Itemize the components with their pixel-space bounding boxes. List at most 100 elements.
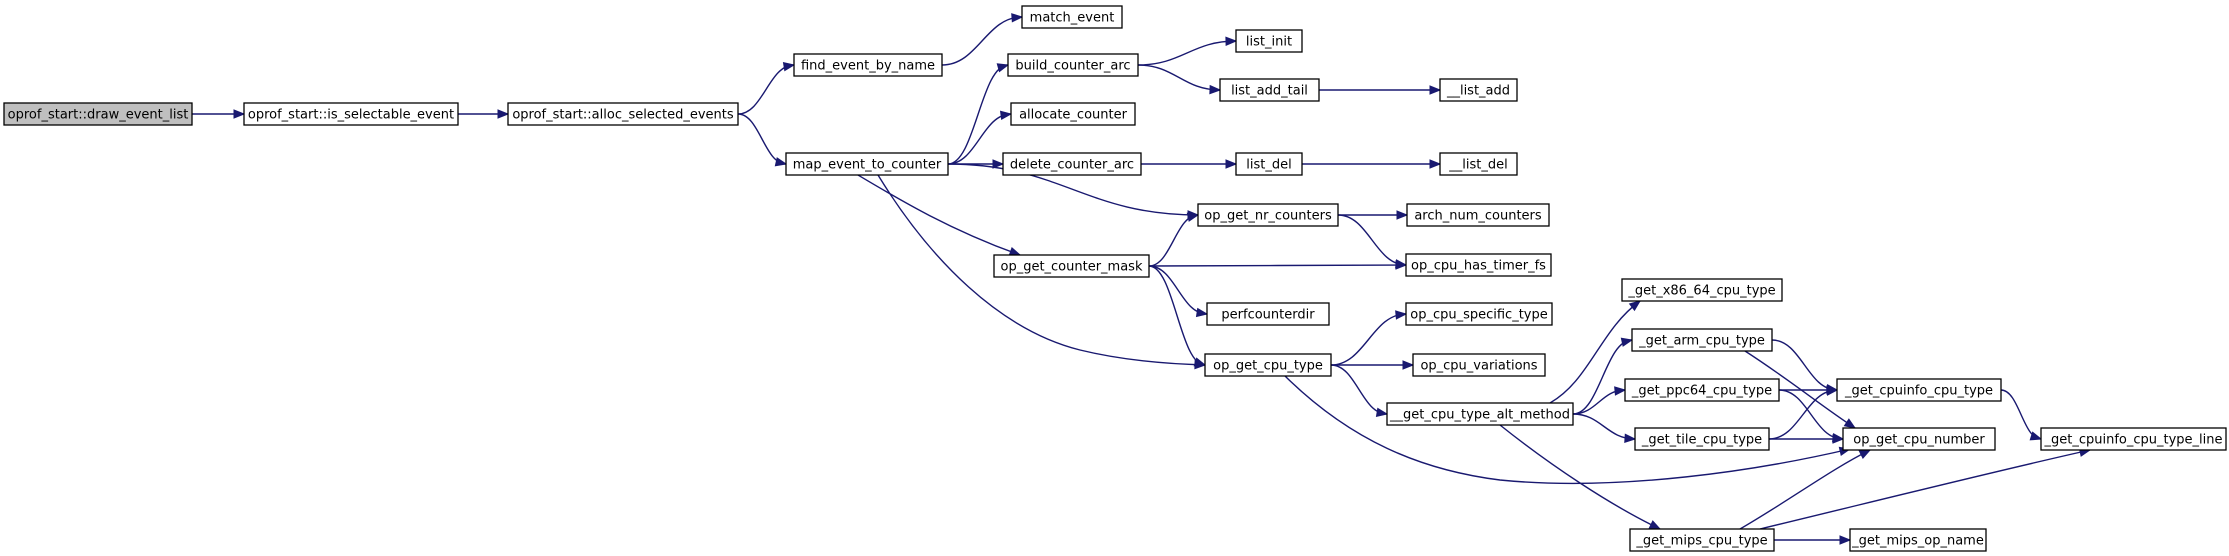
edge-line xyxy=(737,64,795,115)
arrowhead xyxy=(1648,520,1662,530)
node-box xyxy=(1204,353,1332,377)
node-get-mips-cpu-type[interactable]: _get_mips_cpu_type xyxy=(1629,528,1775,552)
edge-get-mips-cpu-type-to-op-get-cpu-number xyxy=(1739,449,1872,530)
node-label: list_init xyxy=(1246,35,1292,50)
node-op-cpu-variations[interactable]: op_cpu_variations xyxy=(1412,353,1546,377)
arrowhead xyxy=(1614,386,1627,396)
edge-line xyxy=(1572,339,1633,415)
edge-get-tile-cpu-type-to-op-get-cpu-number xyxy=(1769,434,1845,444)
node-box xyxy=(1634,427,1770,451)
node-box xyxy=(1836,378,2002,402)
node-box xyxy=(1002,152,1142,176)
node-list-add[interactable]: __list_add xyxy=(1439,78,1518,102)
arrowhead xyxy=(1375,407,1389,417)
edge-build-counter-arc-to-list-init xyxy=(1137,36,1238,66)
node-label: _get_mips_op_name xyxy=(1851,534,1984,549)
node-delete-counter-arc[interactable]: delete_counter_arc xyxy=(1002,152,1142,176)
node-box xyxy=(1439,152,1518,176)
edge-line xyxy=(1148,264,1407,267)
edge-get-mips-cpu-type-to-get-cpuinfo-cpu-type-line xyxy=(1759,447,2092,530)
edge-op-get-cpu-type-to-op-cpu-specific-type xyxy=(1330,310,1408,366)
edge-op-get-counter-mask-to-op-get-cpu-type xyxy=(1148,265,1207,367)
node-draw-event-list[interactable]: oprof_start::draw_event_list xyxy=(3,102,193,126)
node-label: _get_tile_cpu_type xyxy=(1641,433,1762,448)
edge-line xyxy=(2000,389,2042,440)
arrowhead xyxy=(1396,210,1409,220)
node-arch-num-counters[interactable]: arch_num_counters xyxy=(1406,203,1550,227)
arrowhead xyxy=(1186,212,1200,222)
arrowhead xyxy=(999,110,1013,121)
node-label: __list_del xyxy=(1448,158,1507,173)
arrowhead xyxy=(992,159,1005,169)
edge-line xyxy=(1499,424,1661,530)
node-get-cpu-type-alt-method[interactable]: __get_cpu_type_alt_method xyxy=(1386,402,1574,426)
node-label: _get_x86_64_cpu_type xyxy=(1627,284,1775,299)
node-op-cpu-specific-type[interactable]: op_cpu_specific_type xyxy=(1405,302,1553,326)
arrowhead xyxy=(1225,159,1238,169)
arrowhead xyxy=(782,62,796,72)
edge-line xyxy=(1284,375,1851,485)
node-label: list_del xyxy=(1246,158,1291,173)
node-label: delete_counter_arc xyxy=(1010,158,1134,173)
edge-op-get-counter-mask-to-op-get-nr-counters xyxy=(1148,212,1200,267)
node-get-mips-op-name[interactable]: _get_mips_op_name xyxy=(1849,528,1987,552)
arrowhead xyxy=(1429,85,1442,95)
node-perfcounterdir[interactable]: perfcounterdir xyxy=(1206,302,1330,326)
arrowhead xyxy=(497,109,510,119)
node-op-get-cpu-number[interactable]: op_get_cpu_number xyxy=(1842,427,1996,451)
node-box xyxy=(785,152,949,176)
node-box xyxy=(1631,328,1773,352)
node-box xyxy=(1235,152,1303,176)
arrowhead xyxy=(996,63,1010,73)
edge-line xyxy=(1739,449,1871,530)
edge-line xyxy=(1137,40,1237,66)
node-list-add-tail[interactable]: list_add_tail xyxy=(1219,78,1320,102)
node-box xyxy=(1624,378,1780,402)
node-get-cpuinfo-cpu-type-line[interactable]: _get_cpuinfo_cpu_type_line xyxy=(2040,427,2227,451)
node-op-get-cpu-type[interactable]: op_get_cpu_type xyxy=(1204,353,1332,377)
node-box xyxy=(1007,53,1139,77)
node-list-init[interactable]: list_init xyxy=(1235,29,1303,53)
edge-alloc-selected-events-to-map-event-to-counter xyxy=(737,113,788,167)
node-list-del[interactable]: __list_del xyxy=(1439,152,1518,176)
arrowhead xyxy=(1826,386,1839,396)
node-op-get-nr-counters[interactable]: op_get_nr_counters xyxy=(1197,203,1339,227)
node-alloc-selected-events[interactable]: oprof_start::alloc_selected_events xyxy=(507,102,739,126)
edge-is-selectable-event-to-alloc-selected-events xyxy=(458,109,510,119)
arrowhead xyxy=(1011,13,1024,23)
node-label: oprof_start::draw_event_list xyxy=(8,108,189,123)
node-label: op_get_nr_counters xyxy=(1204,209,1332,224)
node-get-tile-cpu-type[interactable]: _get_tile_cpu_type xyxy=(1634,427,1770,451)
arrowhead xyxy=(1843,418,1857,429)
edge-line xyxy=(877,174,1206,366)
node-op-get-counter-mask[interactable]: op_get_counter_mask xyxy=(993,254,1150,278)
arrowhead xyxy=(1624,433,1637,444)
node-label: build_counter_arc xyxy=(1015,59,1130,74)
node-op-cpu-has-timer-fs[interactable]: op_cpu_has_timer_fs xyxy=(1405,253,1552,277)
node-box xyxy=(3,102,193,126)
node-allocate-counter[interactable]: allocate_counter xyxy=(1010,102,1136,126)
node-box xyxy=(1235,29,1303,53)
node-box xyxy=(1849,528,1987,552)
node-label: _get_cpuinfo_cpu_type xyxy=(1844,384,1993,399)
node-get-arm-cpu-type[interactable]: _get_arm_cpu_type xyxy=(1631,328,1773,352)
edge-line xyxy=(1330,313,1407,366)
edge-line xyxy=(941,16,1023,66)
node-list-del[interactable]: list_del xyxy=(1235,152,1303,176)
node-map-event-to-counter[interactable]: map_event_to_counter xyxy=(785,152,949,176)
node-get-cpuinfo-cpu-type[interactable]: _get_cpuinfo_cpu_type xyxy=(1836,378,2002,402)
node-match-event[interactable]: match_event xyxy=(1021,5,1123,29)
edge-get-tile-cpu-type-to-get-cpuinfo-cpu-type xyxy=(1768,386,1839,440)
arrowhead xyxy=(1395,259,1408,269)
node-build-counter-arc[interactable]: build_counter_arc xyxy=(1007,53,1139,77)
node-label: list_add_tail xyxy=(1231,84,1308,99)
node-box xyxy=(1405,253,1552,277)
node-find-event-by-name[interactable]: find_event_by_name xyxy=(793,53,943,77)
node-get-x86-64-cpu-type[interactable]: _get_x86_64_cpu_type xyxy=(1621,278,1783,302)
node-get-ppc64-cpu-type[interactable]: _get_ppc64_cpu_type xyxy=(1624,378,1780,402)
node-box xyxy=(993,254,1150,278)
node-is-selectable-event[interactable]: oprof_start::is_selectable_event xyxy=(243,102,459,126)
edge-op-get-nr-counters-to-op-cpu-has-timer-fs xyxy=(1337,214,1408,269)
edge-get-cpu-type-alt-method-to-get-ppc64-cpu-type xyxy=(1572,386,1627,415)
